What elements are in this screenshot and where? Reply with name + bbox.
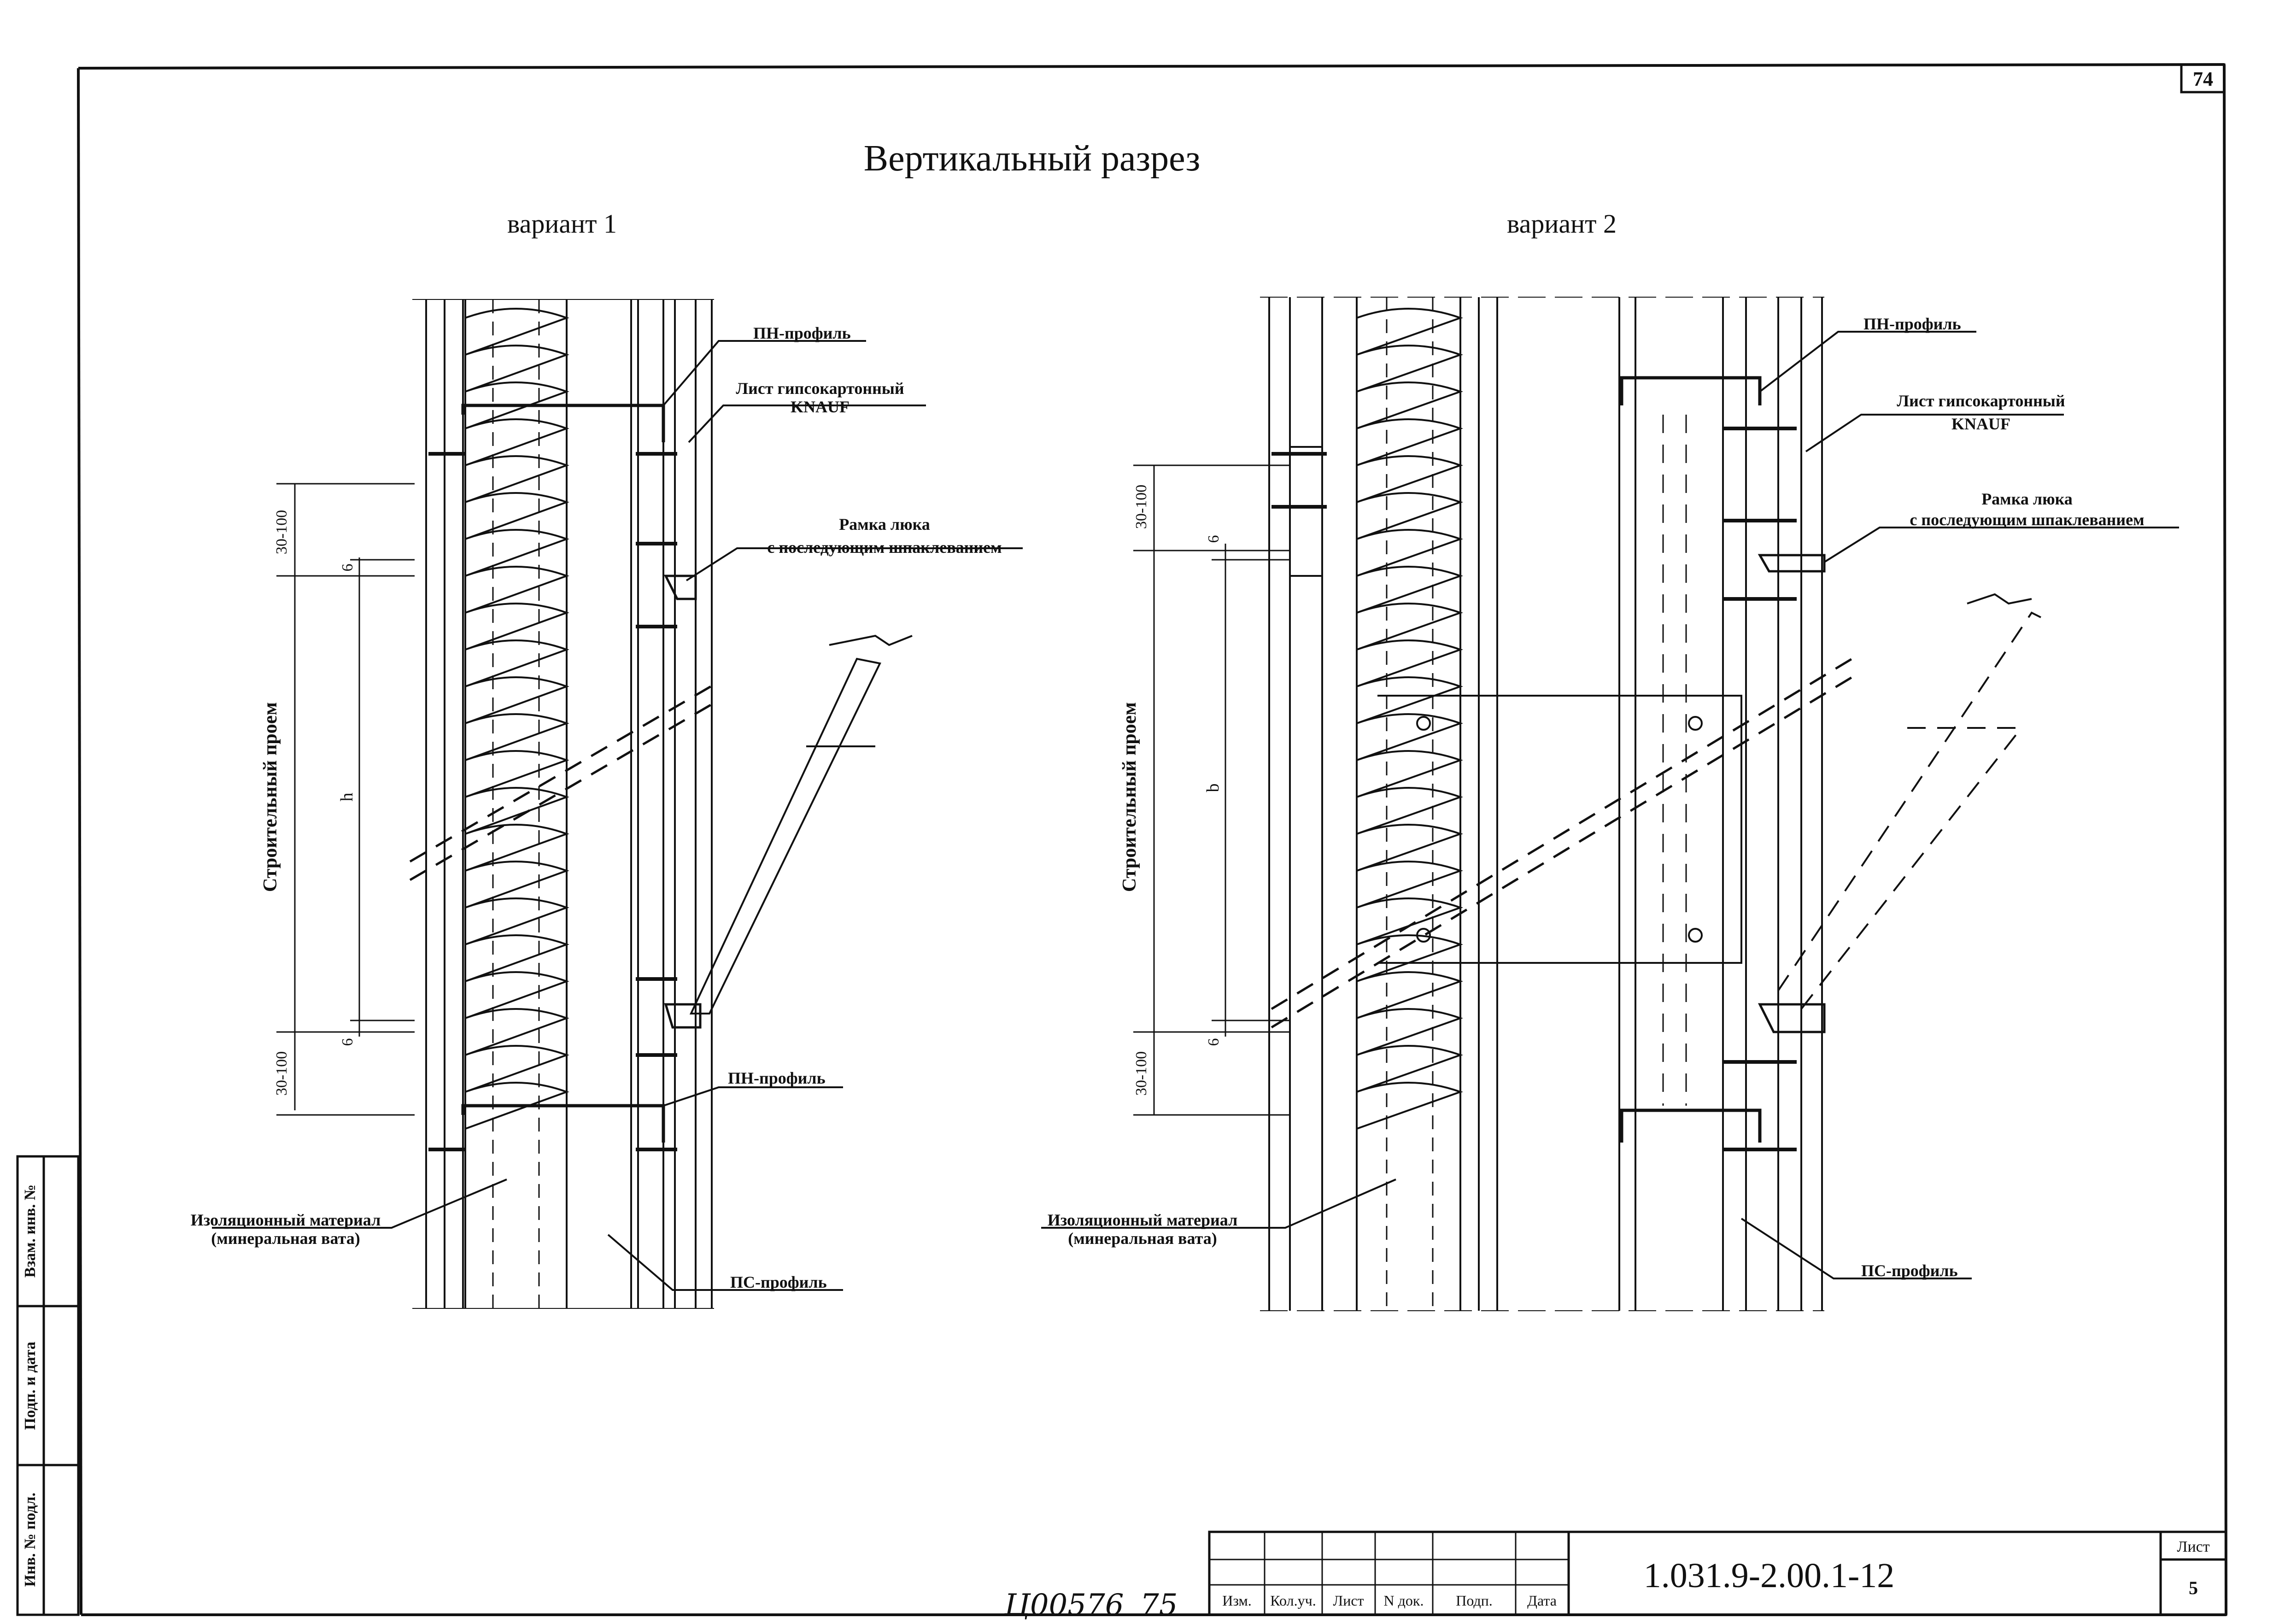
title-col-izm: Изм.: [1222, 1592, 1252, 1609]
v1-label-insulation-2: (минеральная вата): [211, 1229, 360, 1248]
title-col-data: Дата: [1527, 1592, 1557, 1609]
v2-dim-bottom-gap: 30-100: [1133, 1051, 1150, 1096]
handwritten-number: 75: [1140, 1588, 1178, 1622]
v1-label-ps-profile: ПС-профиль: [730, 1273, 827, 1291]
side-stamp: [16, 1155, 80, 1616]
handwritten-code: Ц00576: [1004, 1588, 1124, 1622]
side-stamp-field2: Подп. и дата: [22, 1342, 39, 1430]
variant1-section: [276, 299, 913, 1309]
variant1-leaders: [212, 340, 1023, 1291]
v1-label-hatch-2: с последующим шпаклеванием: [767, 538, 1002, 557]
v2-label-gypsum-1: Лист гипсокартонный: [1897, 392, 2065, 410]
v1-dim-opening: Строительный проем: [260, 702, 281, 892]
v2-label-hatch-1: Рамка люка: [1981, 490, 2073, 508]
v2-label-ps-profile: ПС-профиль: [1861, 1261, 1958, 1280]
title-col-list: Лист: [1333, 1592, 1364, 1609]
v1-dim-bottom-offset: 6: [339, 1038, 356, 1046]
v1-label-gypsum-2: KNAUF: [791, 398, 850, 416]
v1-dim-bottom-gap: 30-100: [273, 1051, 290, 1096]
v1-label-pn-top: ПН-профиль: [753, 324, 851, 342]
side-stamp-field3: Инв. № подл.: [22, 1493, 39, 1587]
sheet-frame: [77, 63, 2227, 1616]
variant1-heading: вариант 1: [507, 209, 617, 239]
v2-label-pn: ПН-профиль: [1863, 315, 1961, 333]
v2-label-gypsum-2: KNAUF: [1951, 415, 2010, 433]
sheet-number: 5: [2189, 1577, 2198, 1598]
variant2-heading: вариант 2: [1507, 209, 1617, 239]
v1-dim-top-offset: 6: [339, 564, 356, 572]
v1-label-insulation-1: Изоляционный материал: [191, 1211, 381, 1229]
title-col-podp: Подп.: [1456, 1592, 1493, 1609]
document-code: 1.031.9-2.00.1-12: [1644, 1556, 1895, 1595]
v1-dim-height: h: [337, 793, 357, 802]
v1-label-pn-bottom: ПН-профиль: [728, 1069, 826, 1087]
v2-label-insulation-2: (минеральная вата): [1068, 1229, 1217, 1248]
v1-label-gypsum-1: Лист гипсокартонный: [736, 379, 904, 398]
v1-label-hatch-1: Рамка люка: [839, 515, 930, 534]
v2-dim-top-gap: 30-100: [1133, 485, 1150, 529]
sheet-label: Лист: [2177, 1538, 2209, 1555]
title-block-grid: [1208, 1530, 2227, 1616]
title-col-ndok: N док.: [1384, 1592, 1424, 1609]
title-col-kolvo: Кол.уч.: [1270, 1592, 1316, 1609]
variant2-leaders: [1041, 331, 2179, 1279]
v2-dim-height: b: [1203, 784, 1223, 792]
v2-dim-top-offset: 6: [1205, 535, 1222, 543]
side-stamp-field1: Взам. инв. №: [22, 1184, 39, 1278]
v2-dim-bottom-offset: 6: [1205, 1038, 1222, 1046]
variant2-section: [1133, 297, 2041, 1311]
variant2-insulation-wave: [1356, 308, 1463, 1130]
page-title: Вертикальный разрез: [864, 138, 1200, 179]
variant1-insulation-wave: [465, 308, 569, 1130]
page-number: 74: [2193, 68, 2213, 90]
v1-dim-top-gap: 30-100: [273, 510, 290, 554]
v2-dim-opening: Строительный проем: [1119, 702, 1140, 892]
v2-label-hatch-2: с последующим шпаклеванием: [1910, 510, 2144, 529]
v2-label-insulation-1: Изоляционный материал: [1048, 1211, 1238, 1229]
